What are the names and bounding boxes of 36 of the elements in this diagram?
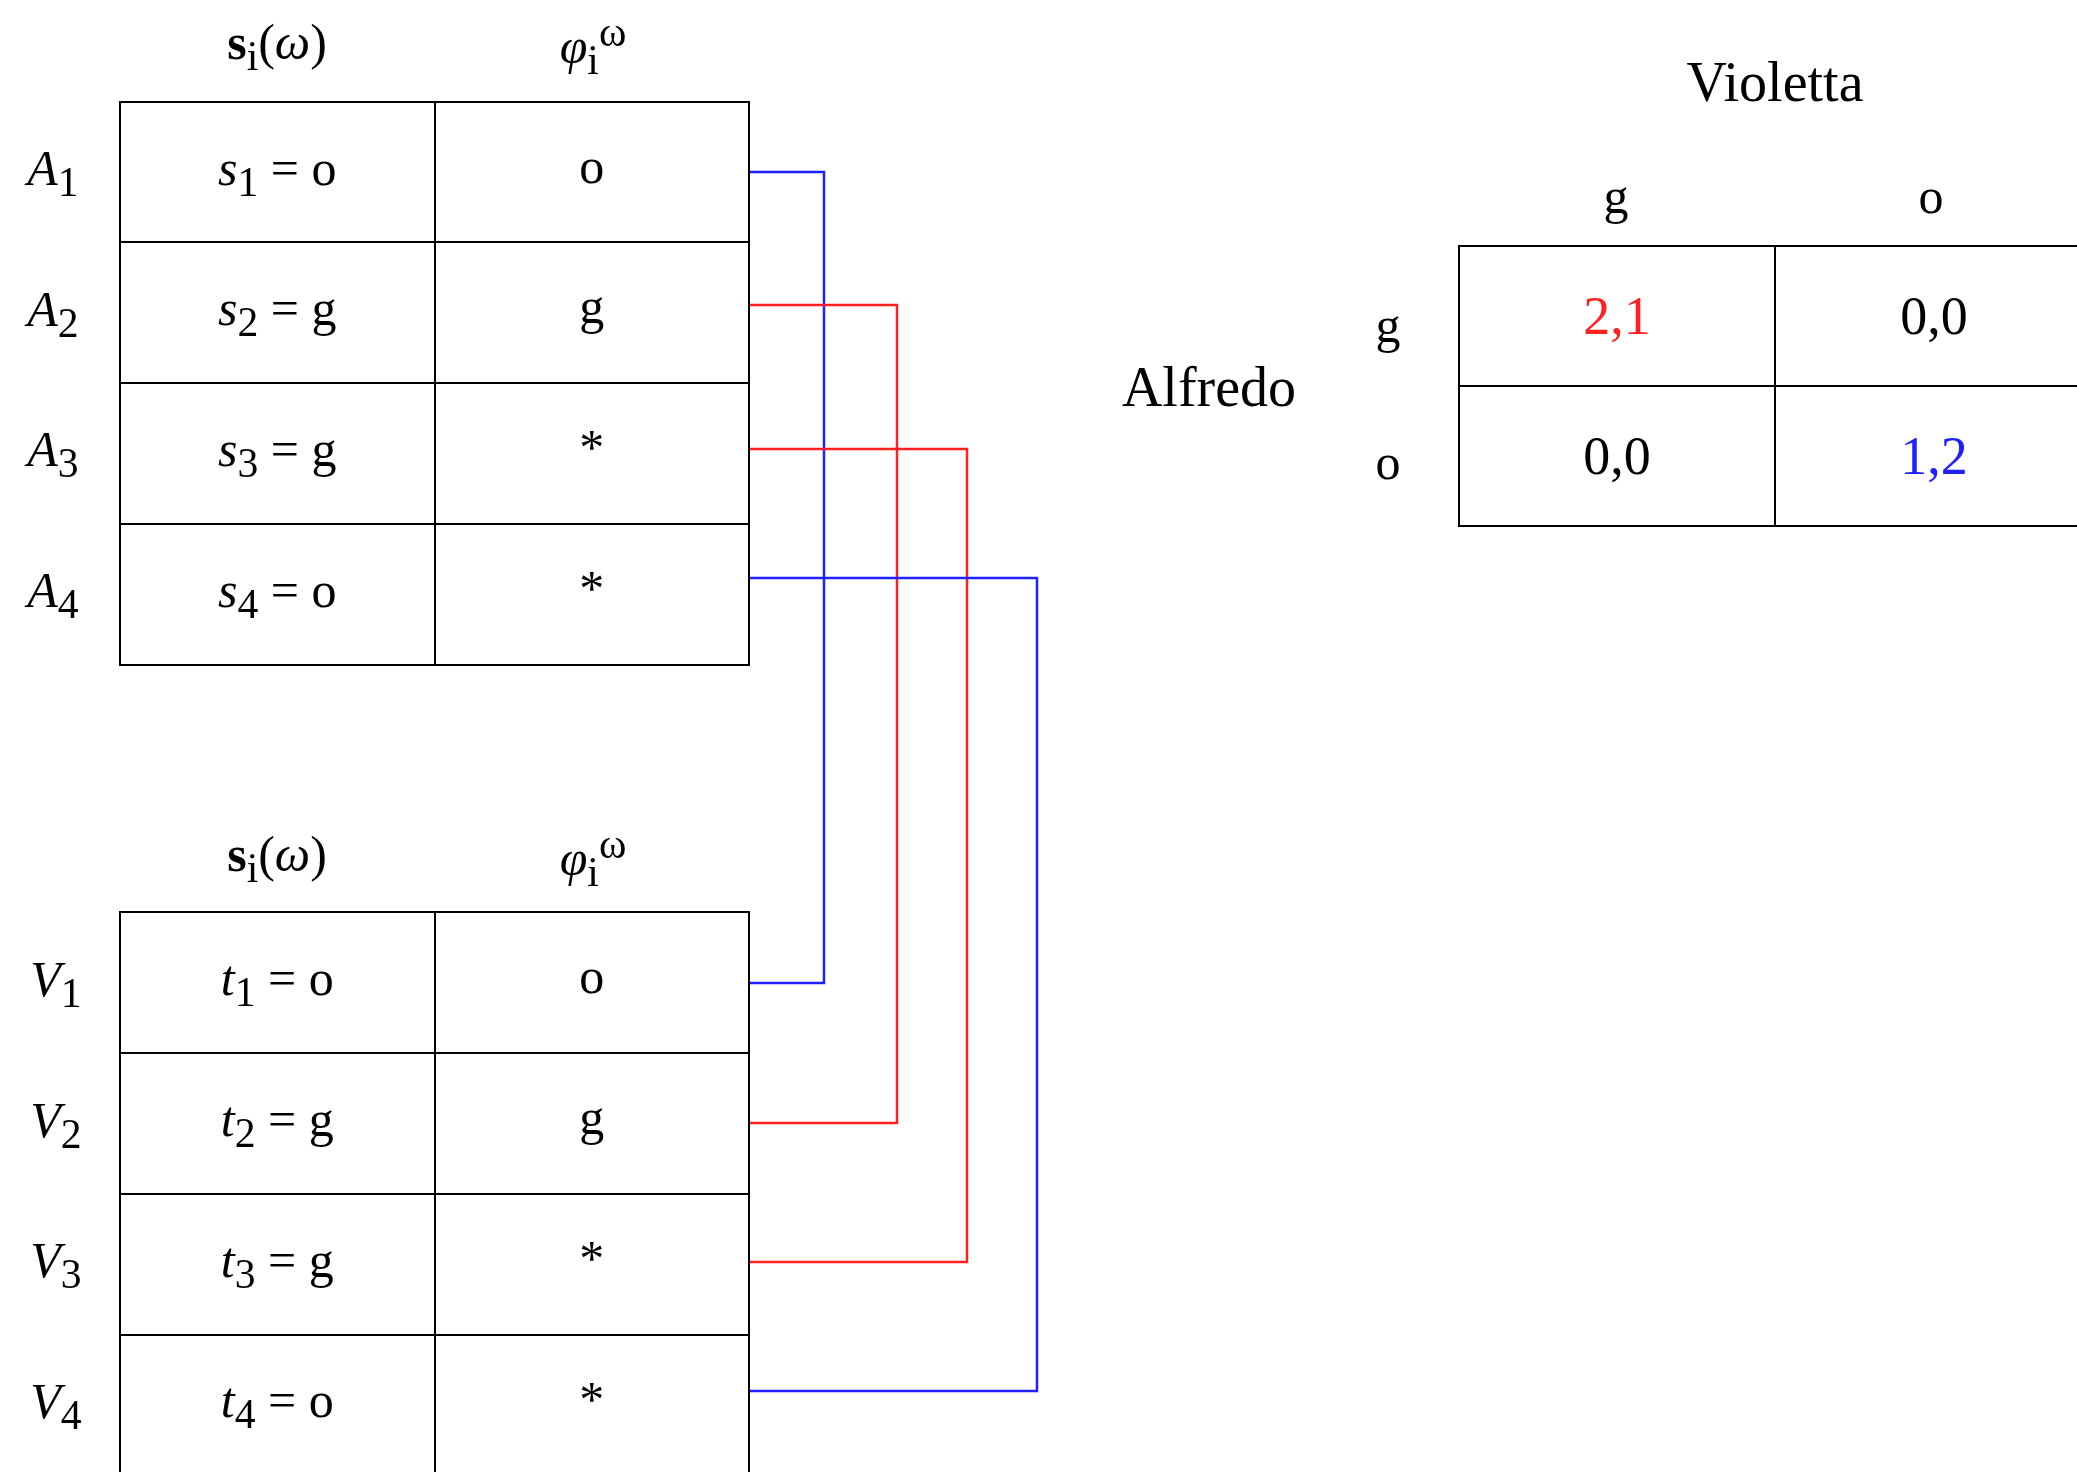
row-label: V$_{1}$: [30, 949, 82, 1017]
table-row: [119, 101, 750, 243]
column-label: o: [1918, 167, 1944, 225]
table-cell: t$_{4}$ = o: [121, 1336, 436, 1472]
table-cell: s$_{4}$ = o: [121, 525, 436, 664]
table-row: [119, 1334, 750, 1472]
row-label: V$_{4}$: [30, 1371, 82, 1439]
column-header: s$_{i}$(ω): [227, 824, 327, 892]
payoff-cell: 0,0: [1458, 385, 1776, 527]
table-row: [119, 1052, 750, 1195]
row-label: g: [1375, 296, 1401, 354]
column-header: s$_{i}$(ω): [227, 12, 327, 80]
connector-line: [750, 447, 969, 1264]
payoff-cell: 2,1: [1458, 245, 1776, 387]
row-label: o: [1375, 433, 1401, 491]
table-row: [119, 241, 750, 384]
row-label: V$_{2}$: [30, 1090, 82, 1158]
table-cell-text: g: [578, 1088, 606, 1147]
table-cell-text: *: [578, 418, 606, 477]
connector-line: [750, 170, 826, 985]
table-cell-text: *: [578, 1229, 606, 1288]
column-label: g: [1603, 167, 1629, 225]
connector-line: [750, 576, 1039, 1393]
table-row: [119, 1193, 750, 1336]
table-cell-text: o: [578, 137, 606, 196]
table-row: [119, 382, 750, 525]
table-row: [119, 523, 750, 666]
player-label: Violetta: [1686, 50, 1864, 114]
player-label: Alfredo: [1121, 355, 1297, 419]
connector-line: [750, 303, 899, 1125]
row-label: V$_{3}$: [30, 1230, 82, 1298]
table-cell-text: *: [578, 559, 606, 618]
table-row: [119, 911, 750, 1054]
table-cell-text: o: [578, 947, 606, 1006]
table-cell-text: g: [578, 277, 606, 336]
table-cell-text: *: [578, 1370, 606, 1429]
